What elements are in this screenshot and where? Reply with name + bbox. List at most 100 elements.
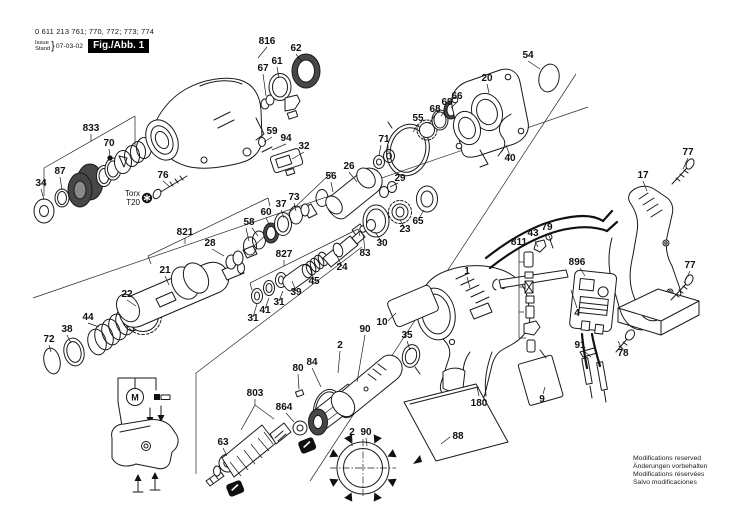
part-label-29: 29 xyxy=(394,173,406,184)
leader-line xyxy=(337,350,341,374)
leader-line xyxy=(43,115,136,169)
handle-cover-17 xyxy=(608,185,682,331)
part-label-63: 63 xyxy=(217,437,229,448)
part-label-76: 76 xyxy=(157,170,169,181)
torx-note-line2: T20 xyxy=(126,198,140,207)
part-label-21: 21 xyxy=(159,265,171,276)
plate-10 xyxy=(387,284,439,328)
leader-line xyxy=(682,157,689,170)
field-cross-section xyxy=(329,434,397,502)
leader-line xyxy=(642,180,648,192)
switch-inset-drawing xyxy=(111,419,179,470)
stand-label: Stand xyxy=(35,46,51,52)
leader-line xyxy=(486,83,490,94)
part-label-88: 88 xyxy=(452,431,464,442)
leader-line xyxy=(579,267,586,277)
leader-line xyxy=(374,231,383,243)
part-label-803: 803 xyxy=(247,388,264,399)
leader-line xyxy=(356,334,366,383)
leader-line xyxy=(570,289,578,309)
leader-line xyxy=(291,151,305,160)
leader-line xyxy=(583,350,592,358)
leader-line xyxy=(267,197,271,207)
leader-line xyxy=(245,227,250,242)
part-label-32: 32 xyxy=(298,141,310,152)
leader-line xyxy=(505,144,511,157)
part-label-28: 28 xyxy=(204,238,216,249)
torx-note-line1: Torx xyxy=(125,189,140,198)
leader-line xyxy=(365,437,368,447)
part-number-line: 0 611 213 761; 770, 772; 773; 774 xyxy=(35,27,155,36)
leader-line xyxy=(357,228,361,237)
slider-32-group xyxy=(258,137,304,177)
issue-stand-labels: Issue Stand xyxy=(35,40,50,52)
leader-line xyxy=(399,219,406,229)
motor-symbol: M xyxy=(131,393,139,403)
part-label-4: 4 xyxy=(574,308,580,319)
leader-line xyxy=(291,280,297,292)
figure-label: Fig./Abb. 1 xyxy=(88,39,150,53)
part-label-26: 26 xyxy=(343,161,355,172)
part-label-90: 90 xyxy=(359,324,371,335)
hammer-tube-26 xyxy=(325,167,383,220)
leader-line xyxy=(164,275,170,286)
leader-line xyxy=(265,217,271,227)
leader-line xyxy=(547,232,552,242)
leader-lines xyxy=(40,46,691,457)
leader-line xyxy=(222,447,228,457)
part-label-65: 65 xyxy=(412,216,424,227)
part-label-10: 10 xyxy=(376,317,388,328)
leader-line xyxy=(262,73,267,97)
leader-line xyxy=(362,233,366,251)
part-label-78: 78 xyxy=(617,348,629,359)
leader-line xyxy=(276,66,280,79)
leader-line xyxy=(330,181,334,193)
part-label-9: 9 xyxy=(539,394,545,405)
notice-line-fr: Modifications réservées xyxy=(633,471,705,478)
leader-line xyxy=(295,53,303,63)
motor-group xyxy=(205,354,403,502)
part-label-79: 79 xyxy=(541,222,553,233)
part-label-44: 44 xyxy=(82,312,94,323)
spindle-row-group xyxy=(43,63,560,375)
leader-line xyxy=(450,101,458,109)
leader-line xyxy=(466,276,471,289)
title-block: 0 611 213 761; 770, 772; 773; 774 Issue … xyxy=(35,27,154,53)
wires xyxy=(484,209,619,370)
part-label-816: 816 xyxy=(259,36,276,47)
leader-line xyxy=(263,136,273,143)
plate-88 xyxy=(403,383,509,464)
part-label-70: 70 xyxy=(103,138,115,149)
part-label-23: 23 xyxy=(399,224,411,235)
part-label-31: 31 xyxy=(247,313,259,324)
part-label-1: 1 xyxy=(464,266,470,277)
part-label-58: 58 xyxy=(243,217,255,228)
leader-line xyxy=(108,148,111,157)
notice-line-de: Änderungen vorbehalten xyxy=(633,463,708,470)
gear-30 xyxy=(351,204,390,245)
notice-line-en: Modifications reserved xyxy=(633,455,701,462)
part-label-38: 38 xyxy=(61,324,73,335)
housing-group xyxy=(387,265,564,464)
part-label-54: 54 xyxy=(522,50,534,61)
leader-line xyxy=(293,202,297,212)
part-label-67: 67 xyxy=(257,63,269,74)
grease-symbol-box xyxy=(298,437,317,454)
leader-line xyxy=(533,238,539,248)
leader-line xyxy=(335,253,343,267)
part-label-30: 30 xyxy=(376,238,388,249)
part-label-39: 39 xyxy=(290,287,302,298)
part-label-80: 80 xyxy=(292,363,304,374)
part-label-2: 2 xyxy=(337,340,343,351)
leader-line xyxy=(297,373,300,390)
part-label-896: 896 xyxy=(569,257,586,268)
part-label-55: 55 xyxy=(412,113,424,124)
leader-line xyxy=(249,282,253,291)
part-label-71: 71 xyxy=(378,134,390,145)
leader-line xyxy=(406,340,411,351)
part-label-69: 69 xyxy=(441,97,453,108)
issue-date: 07-03-02 xyxy=(55,42,84,50)
part-labels: 8166261678337087347659943226567337605882… xyxy=(35,36,696,448)
leader-line xyxy=(348,171,358,183)
leader-line xyxy=(412,123,419,133)
